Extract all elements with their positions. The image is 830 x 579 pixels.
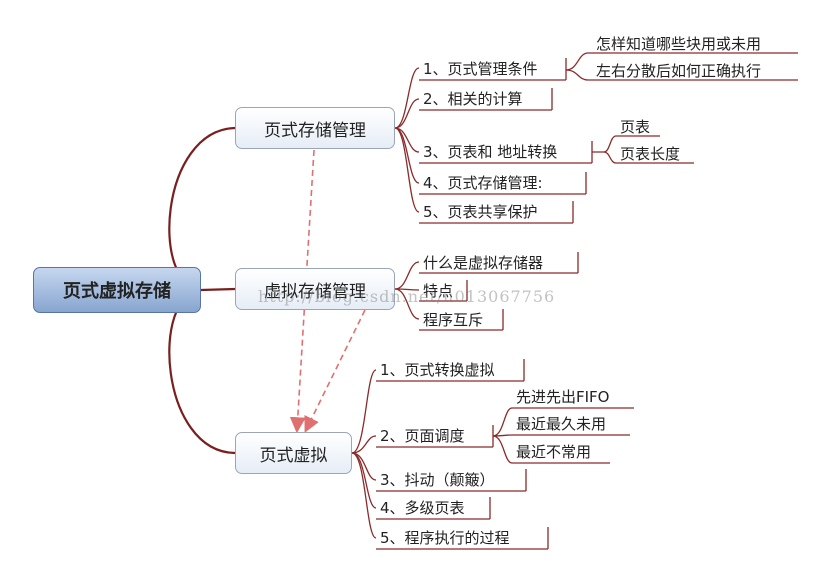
fan-1-3-2 <box>603 151 694 164</box>
leaf-scattered-execution: 左右分散后如何正确执行 <box>596 62 762 80</box>
leaf-page-table-length: 页表长度 <box>620 145 681 163</box>
fan-3-5 <box>351 452 377 539</box>
leaf-lru: 最近最久未用 <box>516 415 607 433</box>
leaf-page-scheduling: 2、页面调度 <box>380 427 465 445</box>
leaf-related-calculation: 2、相关的计算 <box>423 90 523 108</box>
fan-3-4 <box>351 452 377 509</box>
leaf-page-management-conditions: 1、页式管理条件 <box>423 60 538 78</box>
fan-1-1-1 <box>565 52 798 71</box>
fan-1-1-2 <box>565 69 798 81</box>
leaf-what-is-virtual-storage: 什么是虚拟存储器 <box>423 254 544 272</box>
fan-1-2 <box>394 98 420 129</box>
leaf-which-blocks-used: 怎样知道哪些块用或未用 <box>596 35 762 53</box>
root-node: 页式虚拟存储 <box>33 267 201 313</box>
branch-node-virtual-storage: 虚拟存储管理 <box>235 268 395 310</box>
fan-2-3 <box>394 288 420 320</box>
leaf-thrashing: 3、抖动（颠簸） <box>380 471 495 489</box>
leaf-program-execution-process: 5、程序执行的过程 <box>380 529 510 547</box>
fan-3-2-3 <box>492 435 610 464</box>
fan-1-4 <box>394 127 420 184</box>
fan-3-2 <box>351 435 377 454</box>
leaf-program-mutex: 程序互斥 <box>423 311 484 329</box>
dashed-arrow-2 <box>304 309 366 433</box>
fan-3-1 <box>351 369 377 454</box>
fan-1-1 <box>394 67 420 129</box>
branch-node-paged-virtual: 页式虚拟 <box>235 432 352 474</box>
leaf-features: 特点 <box>423 282 454 300</box>
fan-1-5 <box>394 127 420 213</box>
leaf-page-conversion-virtual: 1、页式转换虚拟 <box>380 361 495 379</box>
leaf-page-storage-management: 4、页式存储管理: <box>423 174 543 192</box>
watermark: http://blog.csdn.net/u013067756 <box>258 287 556 306</box>
branch-node-page-storage: 页式存储管理 <box>235 107 395 149</box>
connector-root-branch-2 <box>200 287 236 292</box>
leaf-page-table-sharing-protection: 5、页表共享保护 <box>423 203 538 221</box>
leaf-fifo: 先进先出FIFO <box>516 388 610 406</box>
connector-root-branch-3 <box>168 288 236 455</box>
leaf-lfu: 最近不常用 <box>516 443 592 461</box>
leaf-page-table-address-translation: 3、页表和 地址转换 <box>423 143 558 161</box>
leaf-page-table: 页表 <box>620 118 651 136</box>
fan-3-2-1 <box>492 407 634 437</box>
leaf-multilevel-page-table: 4、多级页表 <box>380 499 465 517</box>
fan-3-2-2 <box>492 434 630 437</box>
connector-root-branch-1 <box>168 126 236 292</box>
fan-2-1 <box>394 261 420 290</box>
